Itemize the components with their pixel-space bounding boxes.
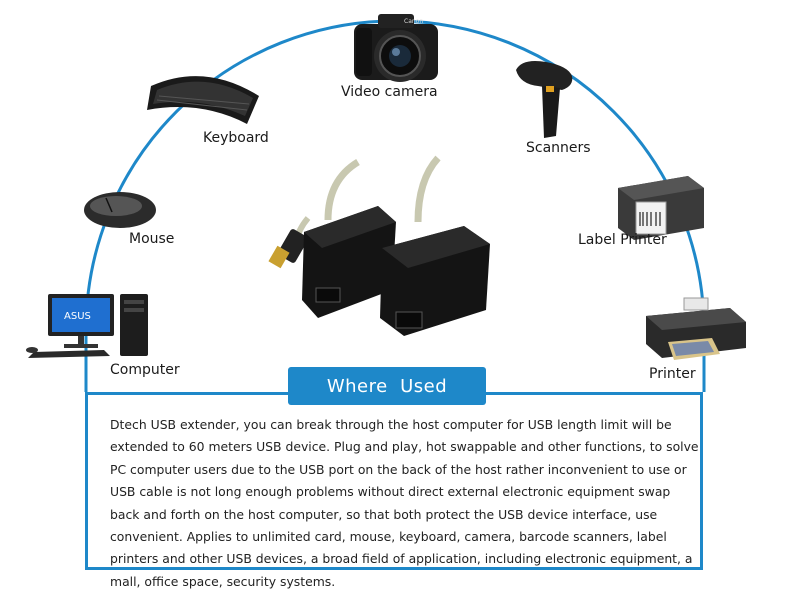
panel-top-rule-right <box>484 392 703 395</box>
video-camera-label: Video camera <box>341 84 438 100</box>
mouse-icon <box>84 192 156 228</box>
svg-text:Canon: Canon <box>404 18 423 25</box>
label-printer-label: Label Printer <box>578 232 667 248</box>
keyboard-label: Keyboard <box>203 130 269 146</box>
description-text: Dtech USB extender, you can break throug… <box>110 417 699 589</box>
computer-label: Computer <box>110 362 180 378</box>
banner-title: Where Used <box>326 375 448 397</box>
scanners-label: Scanners <box>526 140 591 156</box>
panel-top-rule-left <box>85 392 290 395</box>
where-used-banner: Where Used <box>288 367 486 405</box>
svg-text:ASUS: ASUS <box>64 311 91 322</box>
printer-icon <box>646 297 746 360</box>
keyboard-icon <box>147 76 259 124</box>
label-printer-icon <box>618 176 704 240</box>
mouse-label: Mouse <box>129 231 175 247</box>
camera-icon: Canon <box>354 14 438 82</box>
usb-extender-icon <box>268 155 490 336</box>
barcode-scanner-icon <box>516 61 573 138</box>
printer-label: Printer <box>649 366 696 382</box>
description-panel <box>85 392 703 570</box>
computer-icon: ASUS <box>26 294 148 358</box>
